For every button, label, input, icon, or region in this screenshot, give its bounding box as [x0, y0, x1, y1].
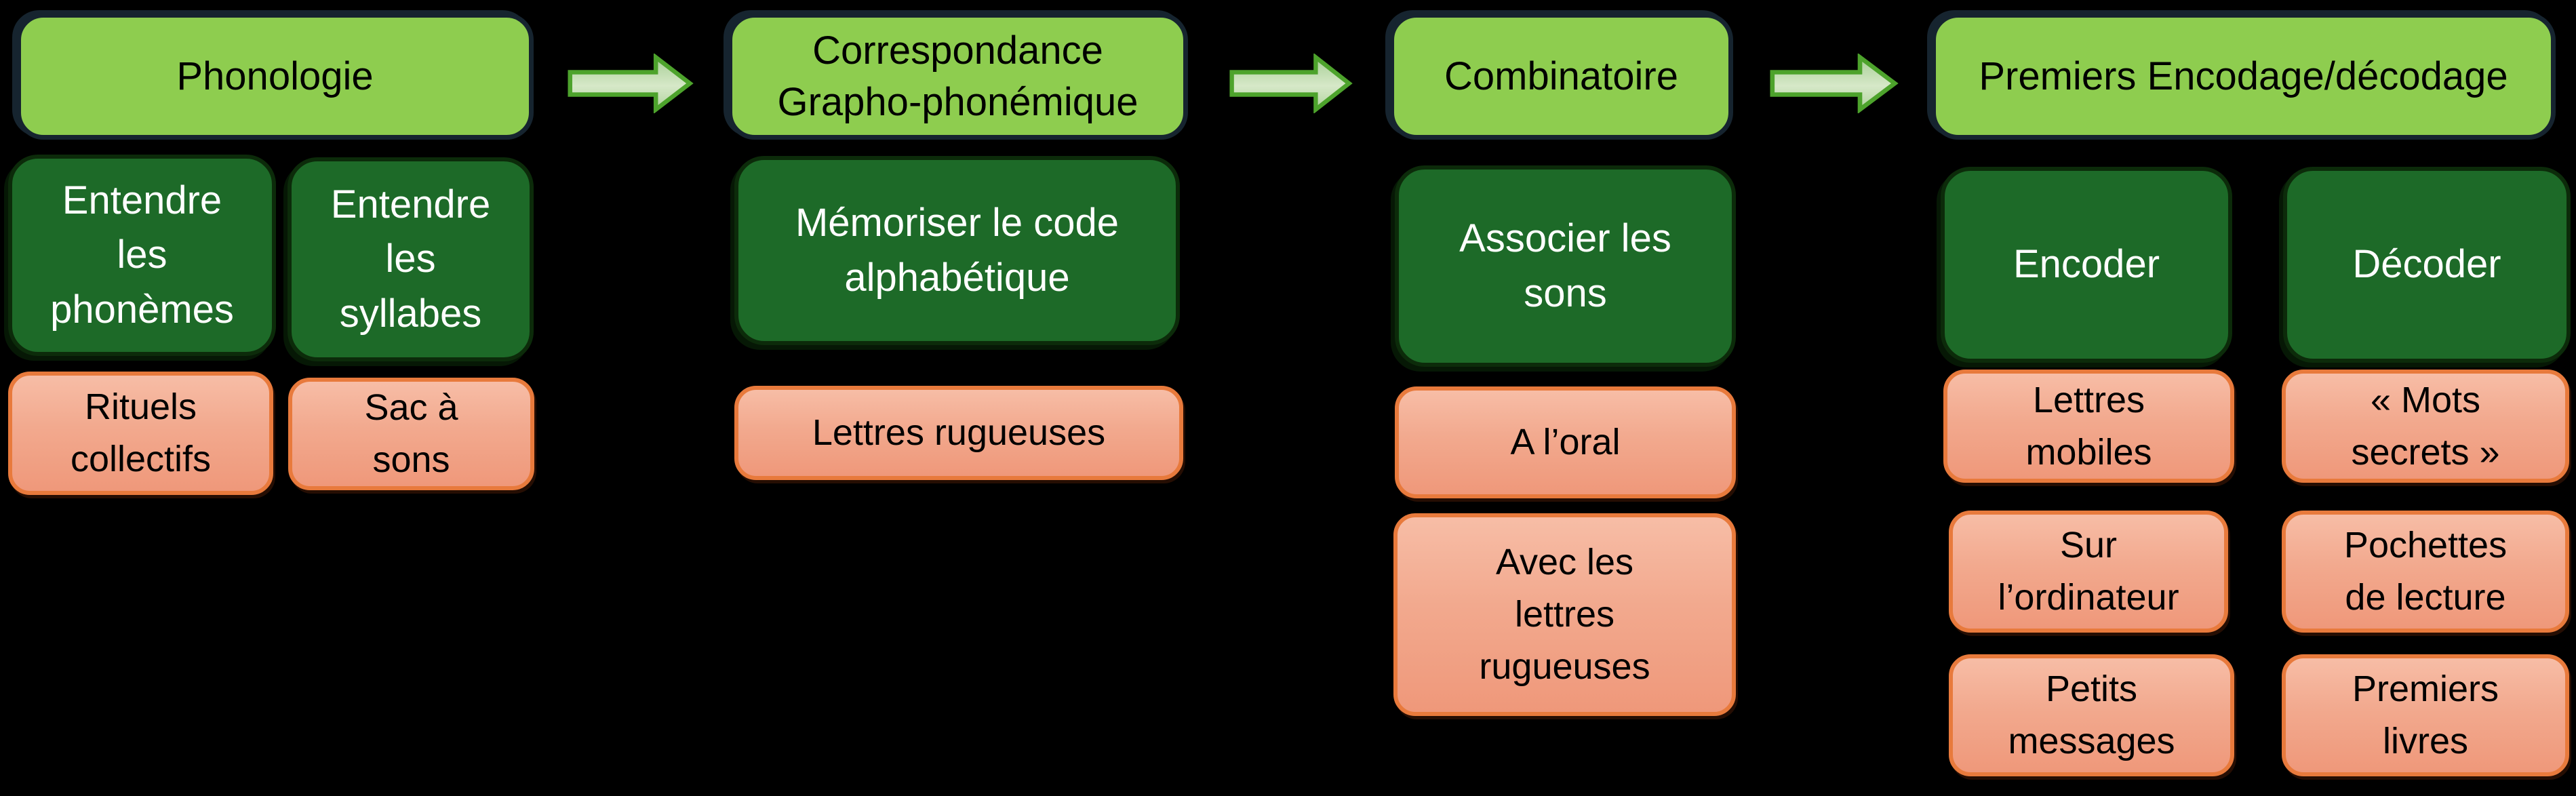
activity-mots-secrets: « Mots secrets » [2282, 370, 2569, 483]
activity-sac-a-sons: Sac à sons [288, 378, 534, 490]
stage-header-phonologie: Phonologie [16, 13, 534, 140]
activity-petits-messages: Petits messages [1949, 654, 2234, 776]
activity-lettres-rugueuses: Lettres rugueuses [734, 386, 1183, 480]
activity-pochettes-de-lecture: Pochettes de lecture [2282, 511, 2569, 633]
stage-header-combinatoire: Combinatoire [1389, 13, 1733, 140]
flow-arrow-icon [1770, 54, 1899, 113]
step-decoder: Décoder [2283, 167, 2571, 363]
flow-arrow-icon [1229, 54, 1353, 113]
flow-arrow-icon [568, 54, 694, 113]
step-associer-les-sons: Associer les sons [1395, 165, 1736, 367]
activity-sur-l-ordinateur: Sur l’ordinateur [1949, 511, 2228, 633]
activity-lettres-mobiles: Lettres mobiles [1943, 370, 2234, 483]
stage-header-correspondance-grapho-phonemique: Correspondance Grapho-phonémique [728, 13, 1188, 140]
activity-premiers-livres: Premiers livres [2282, 654, 2569, 776]
step-entendre-les-phonemes: Entendre les phonèmes [8, 155, 276, 356]
activity-rituels-collectifs: Rituels collectifs [8, 372, 273, 495]
step-entendre-les-syllabes: Entendre les syllabes [288, 157, 534, 361]
stage-header-premiers-encodage-decodage: Premiers Encodage/décodage [1931, 13, 2556, 140]
activity-a-l-oral: A l’oral [1395, 386, 1736, 498]
activity-avec-les-lettres-rugueuses: Avec les lettres rugueuses [1393, 513, 1736, 716]
step-memoriser-le-code-alphabetique: Mémoriser le code alphabétique [734, 156, 1180, 345]
step-encoder: Encoder [1941, 167, 2232, 363]
